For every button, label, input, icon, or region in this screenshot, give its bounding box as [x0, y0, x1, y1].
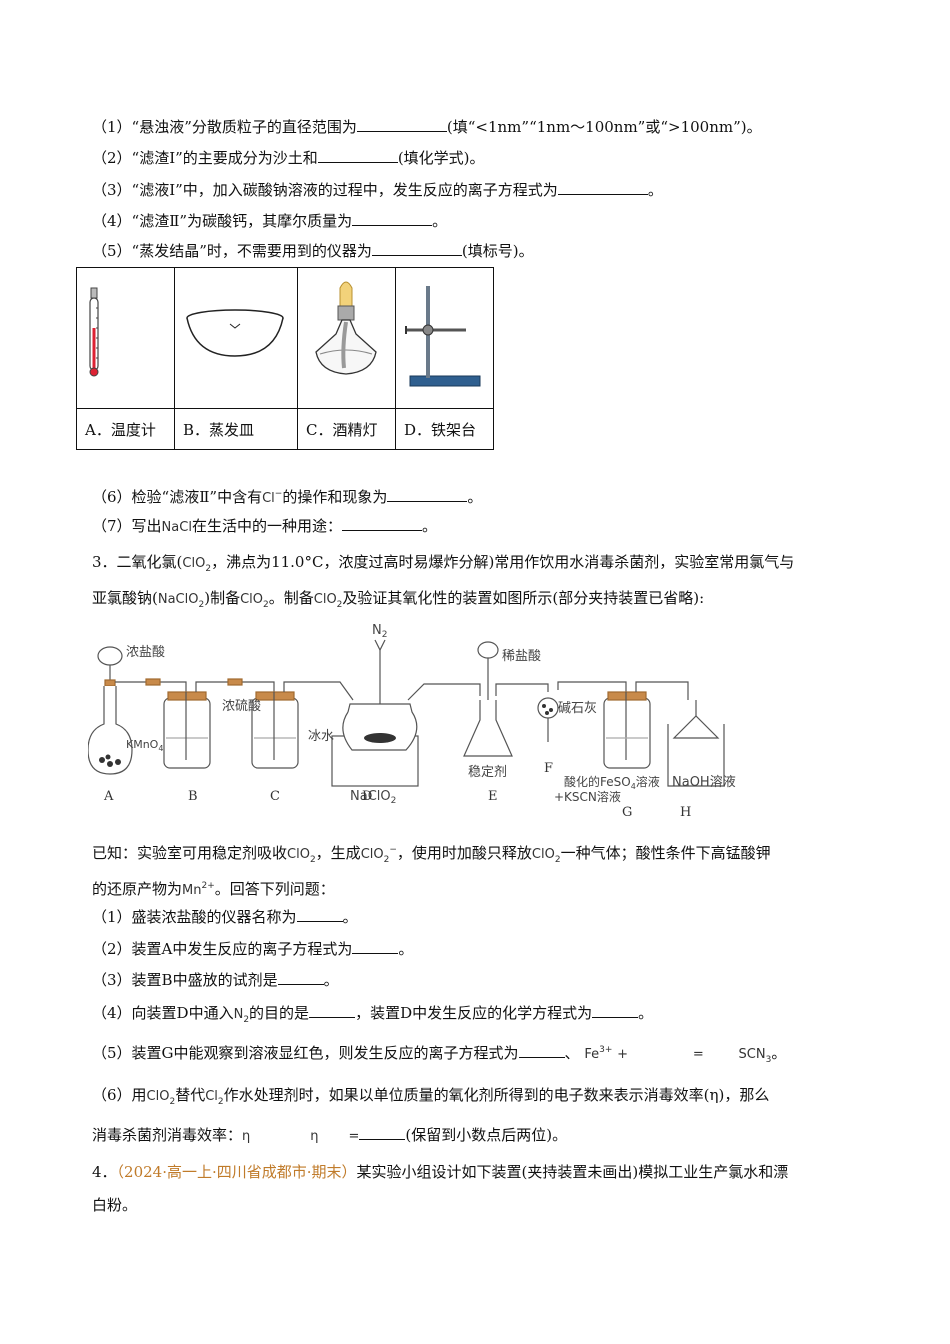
- instrument-label-b: B．蒸发皿: [174, 408, 298, 450]
- answer-blank[interactable]: [371, 241, 462, 256]
- letter-a: A: [103, 789, 114, 804]
- q3-part1: （1）盛装浓盐酸的仪器名称为。: [92, 907, 358, 926]
- answer-blank[interactable]: [557, 180, 648, 195]
- label-conc-h2so4: 浓硫酸: [222, 699, 261, 714]
- answer-blank[interactable]: [352, 939, 399, 954]
- chem-formula: ClO: [182, 556, 206, 571]
- chem-formula: N: [233, 1007, 244, 1022]
- answer-blank[interactable]: [356, 117, 447, 132]
- chem-formula: ClO: [287, 847, 310, 862]
- label-ice-water: 冰水: [308, 729, 334, 744]
- answer-blank[interactable]: [352, 211, 433, 226]
- source-tag: （2024·高一上·四川省成都市·期末）: [116, 1163, 357, 1181]
- answer-blank[interactable]: [277, 970, 324, 985]
- letter-h: H: [680, 805, 691, 820]
- label-conc-hcl: 浓盐酸: [126, 645, 165, 660]
- chem-formula: ClO: [146, 1089, 170, 1104]
- thermometer-icon: [89, 287, 99, 377]
- label-naoh: NaOH溶液: [672, 775, 736, 790]
- letter-c: C: [270, 789, 280, 804]
- q2-part3: （3）“滤液Ⅰ”中，加入碳酸钠溶液的过程中，发生反应的离子方程式为。: [92, 180, 663, 199]
- instrument-cell-a: [76, 267, 175, 409]
- chem-formula: Fe: [584, 1047, 600, 1062]
- chem-formula: ClO: [313, 592, 337, 607]
- q2-part1: （1）“悬浊液”分散质粒子的直径范围为(填“<1nm”“1nm～100nm”或“…: [92, 117, 762, 136]
- label-kmno4: KMnO4: [126, 738, 163, 753]
- label-dil-hcl: 稀盐酸: [502, 649, 541, 664]
- chem-formula: ClO: [531, 847, 555, 862]
- chem-formula: Cl: [205, 1089, 218, 1104]
- answer-blank[interactable]: [518, 1043, 565, 1058]
- answer-blank[interactable]: [317, 148, 398, 163]
- instrument-cell-d: [395, 267, 494, 409]
- answer-blank[interactable]: [341, 516, 422, 531]
- instrument-label-a: A．温度计: [76, 408, 175, 450]
- apparatus-diagram: 浓盐酸 KMnO4 浓硫酸 冰水 N2 NaClO2 稀盐酸 碱石灰 稳定剂 酸…: [88, 623, 736, 820]
- label-naclo2: NaClO2: [350, 789, 396, 806]
- q3-known-line2: 的还原产物为Mn2+。回答下列问题：: [92, 880, 335, 898]
- q3-part6-line1: （6）用ClO2替代Cl2作水处理剂时，如果以单位质量的氧化剂所得到的电子数来表…: [92, 1086, 770, 1107]
- letter-b: B: [188, 789, 198, 804]
- instrument-label-c: C．酒精灯: [297, 408, 396, 450]
- label-feso4: 酸化的FeSO4溶液: [564, 774, 660, 791]
- answer-blank[interactable]: [309, 1003, 356, 1018]
- chem-formula: ClO: [360, 847, 384, 862]
- q3-known-line1: 已知：实验室可用稳定剂吸收ClO2，生成ClO2−，使用时加酸只释放ClO2一种…: [92, 844, 771, 865]
- instrument-cell-c: [297, 267, 396, 409]
- q2-part6: （6）检验“滤液Ⅱ”中含有Cl−的操作和现象为。: [92, 487, 483, 506]
- instrument-cell-b: [174, 267, 298, 409]
- letter-g: G: [622, 805, 632, 820]
- chem-formula: SCN: [738, 1047, 766, 1062]
- chem-formula: NaClO: [157, 592, 199, 607]
- chem-formula: Mn: [182, 883, 202, 898]
- label-soda-lime: 碱石灰: [558, 701, 597, 716]
- iron-stand-icon: [405, 286, 481, 387]
- instrument-label-d: D．铁架台: [395, 408, 494, 450]
- q3-part3: （3）装置B中盛放的试剂是。: [92, 970, 339, 989]
- answer-blank[interactable]: [296, 907, 343, 922]
- label-stabilizer: 稳定剂: [468, 764, 507, 780]
- chem-formula: NaCl: [161, 520, 192, 535]
- q2-part2: （2）“滤渣Ⅰ”的主要成分为沙土和(填化学式)。: [92, 148, 485, 167]
- chem-formula: ClO: [240, 592, 263, 607]
- q4-line1: 4．（2024·高一上·四川省成都市·期末）某实验小组设计如下装置(夹持装置未画…: [92, 1163, 789, 1181]
- q2-part5: （5）“蒸发结晶”时，不需要用到的仪器为(填标号)。: [92, 241, 534, 260]
- label-kscn: +KSCN溶液: [554, 789, 621, 804]
- instrument-table: A．温度计 B．蒸发皿 C．酒精灯 D．铁架台: [76, 267, 494, 450]
- letter-d: D: [362, 789, 372, 804]
- letter-e: E: [488, 789, 498, 804]
- q3-intro-line2: 亚氯酸钠(NaClO2)制备ClO2。制备ClO2及验证其氧化性的装置如图所示(…: [92, 589, 705, 610]
- q2-part7: （7）写出NaCl在生活中的一种用途：。: [92, 516, 437, 535]
- letter-f: F: [544, 761, 553, 776]
- label-n2: N2: [372, 623, 387, 640]
- alcohol-lamp-icon: [315, 281, 377, 375]
- answer-blank[interactable]: [359, 1125, 406, 1140]
- q2-part4: （4）“滤渣Ⅱ”为碳酸钙，其摩尔质量为。: [92, 211, 448, 230]
- q4-line2: 白粉。: [92, 1196, 138, 1214]
- chem-formula: Cl: [262, 491, 275, 506]
- q3-part4: （4）向装置D中通入N2的目的是，装置D中发生反应的化学方程式为。: [92, 1003, 654, 1025]
- answer-blank[interactable]: [387, 487, 468, 502]
- q3-intro-line1: 3．二氧化氯(ClO2，沸点为11.0°C，浓度过高时易爆炸分解)常用作饮用水消…: [92, 553, 795, 574]
- evaporating-dish-icon: [186, 309, 284, 357]
- q3-part2: （2）装置A中发生反应的离子方程式为。: [92, 939, 414, 958]
- q3-part5: （5）装置G中能观察到溶液显红色，则发生反应的离子方程式为、 Fe3+ + = …: [92, 1043, 787, 1065]
- answer-blank[interactable]: [592, 1003, 639, 1018]
